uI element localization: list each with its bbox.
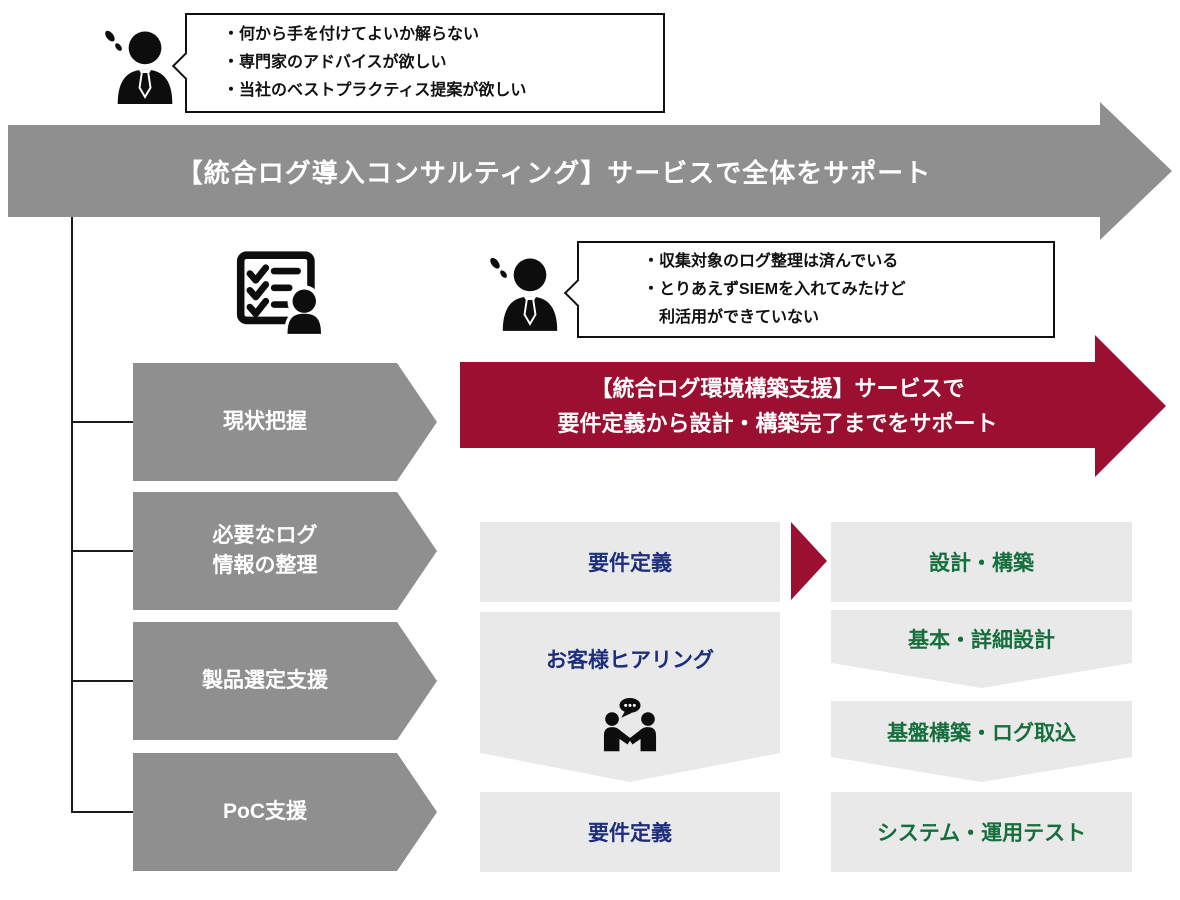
consulting-banner-arrow: 【統合ログ導入コンサルティング】サービスで全体をサポート bbox=[8, 102, 1172, 240]
mid-quote-bubble: ・収集対象のログ整理は済んでいる ・とりあえずSIEMを入れてみたけど 利活用が… bbox=[563, 241, 1055, 338]
quote-line: ・当社のベストプラクティス提案が欲しい bbox=[223, 82, 527, 99]
connector-stub bbox=[71, 811, 133, 813]
step-arrow-poc-support: PoC支援 bbox=[133, 753, 437, 871]
quote-line: ・とりあえずSIEMを入れてみたけど bbox=[643, 280, 906, 298]
quote-line: ・専門家のアドバイスが欲しい bbox=[223, 54, 447, 71]
flow-arrow-right-icon bbox=[791, 522, 827, 600]
basic-detail-design-label: 基本・詳細設計 bbox=[908, 629, 1055, 652]
connector-stub bbox=[71, 680, 133, 682]
basic-detail-design-box: 基本・詳細設計 bbox=[831, 610, 1132, 688]
build-banner-line1: 【統合ログ環境構築支援】サービスで bbox=[590, 376, 965, 401]
build-banner-line2: 要件定義から設計・構築完了までをサポート bbox=[557, 411, 998, 436]
step-arrow-product-selection: 製品選定支援 bbox=[133, 622, 437, 740]
bubble-tail bbox=[171, 51, 201, 81]
connector-stub bbox=[71, 550, 133, 552]
checklist-person-icon bbox=[236, 251, 325, 334]
consulting-banner-label: 【統合ログ導入コンサルティング】サービスで全体をサポート bbox=[176, 157, 932, 188]
system-operation-test-box: システム・運用テスト bbox=[831, 792, 1132, 872]
customer-hearing-box: お客様ヒアリング bbox=[480, 612, 780, 782]
design-build-box: 設計・構築 bbox=[831, 522, 1132, 602]
worried-person-icon bbox=[490, 257, 558, 331]
infrastructure-log-ingest-box: 基盤構築・ログ取込 bbox=[831, 701, 1132, 782]
quote-line: ・収集対象のログ整理は済んでいる bbox=[643, 252, 899, 270]
customer-hearing-label: お客様ヒアリング bbox=[546, 649, 714, 672]
worried-person-icon bbox=[105, 30, 173, 104]
connector-stub bbox=[71, 421, 133, 423]
quote-line: ・何から手を付けてよいか解らない bbox=[223, 26, 480, 43]
quote-line: 利活用ができていない bbox=[643, 308, 820, 326]
top-quote-bubble: ・何から手を付けてよいか解らない ・専門家のアドバイスが欲しい ・当社のベストプ… bbox=[171, 13, 665, 113]
step-arrow-current-state: 現状把握 bbox=[133, 363, 437, 481]
requirements-definition-final-box: 要件定義 bbox=[480, 792, 780, 872]
build-support-banner-arrow: 【統合ログ環境構築支援】サービスで 要件定義から設計・構築完了までをサポート bbox=[460, 335, 1166, 477]
connector-vertical-line bbox=[71, 217, 73, 813]
requirements-definition-box: 要件定義 bbox=[480, 522, 780, 602]
infrastructure-log-ingest-label: 基盤構築・ログ取込 bbox=[887, 722, 1076, 745]
handshake-talk-icon bbox=[603, 697, 657, 752]
bubble-tail bbox=[563, 278, 593, 308]
step-arrow-log-organization: 必要なログ 情報の整理 bbox=[133, 492, 437, 610]
